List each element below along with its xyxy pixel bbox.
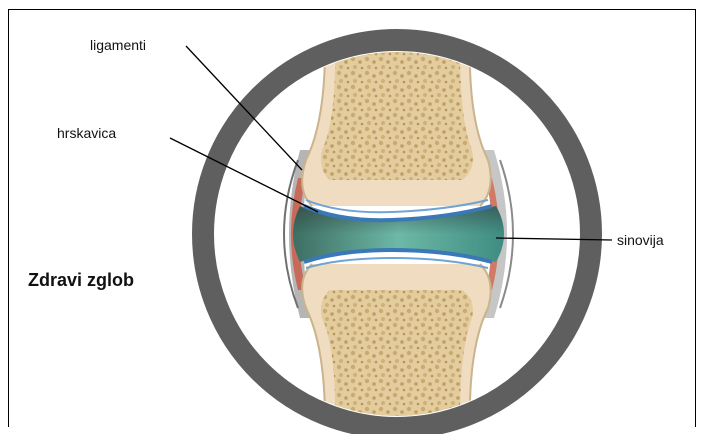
label-ligamenti: ligamenti — [90, 37, 146, 53]
label-sinovija: sinovija — [617, 232, 664, 248]
diagram-title: Zdravi zglob — [28, 270, 134, 291]
label-hrskavica: hrskavica — [57, 125, 116, 141]
